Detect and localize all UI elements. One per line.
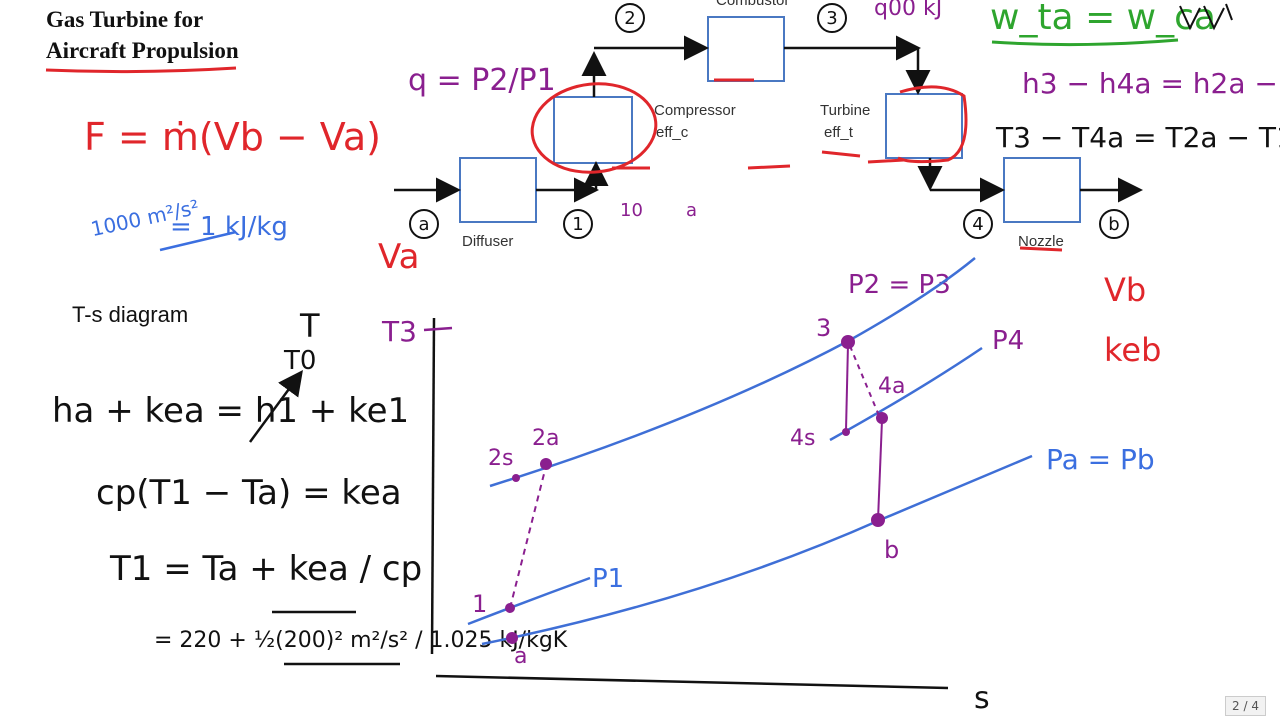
station-2: 2: [624, 8, 635, 29]
state-a-label: a: [514, 644, 528, 669]
red-dashes: [612, 78, 1063, 252]
cancel-strike: [248, 369, 303, 443]
t-axis-label: T: [300, 307, 320, 345]
compressor-box: [553, 96, 633, 164]
diffuser-label: Diffuser: [462, 233, 514, 250]
turbine-eff-label: eff_t: [824, 124, 853, 141]
cp-equation: cp(T1 − Ta) = kea: [96, 473, 402, 513]
station-1: 1: [572, 214, 583, 235]
isobar-p2-p3-label: P2 = P3: [848, 270, 951, 300]
station-a: a: [418, 214, 429, 235]
state-4s-label: 4s: [790, 426, 816, 451]
t3-tick: [423, 326, 453, 332]
a-small-label: a: [686, 200, 698, 221]
inlet-velocity: Va: [378, 237, 420, 277]
turbine-label: Turbine: [820, 102, 871, 119]
temperature-balance: T3 − T4a = T2a − T1: [996, 121, 1280, 154]
station-4: 4: [972, 214, 983, 235]
compressor-eff-label: eff_c: [656, 124, 689, 141]
isobar-pa-pb-label: Pa = Pb: [1046, 443, 1155, 476]
ts-diagram: [423, 257, 1033, 690]
station-3: 3: [826, 8, 837, 29]
title-line-2: Aircraft Propulsion: [46, 38, 239, 63]
station-markers: [409, 3, 1129, 239]
conversion-equals: = 1 kJ/kg: [170, 212, 288, 242]
nozzle-expansion-path: [877, 419, 883, 521]
isobar-p4-label: P4: [992, 326, 1025, 356]
flow-arrows: [394, 35, 1143, 203]
isobar-p1: [467, 576, 591, 626]
work-balance: w_ta = w_ca: [990, 0, 1216, 38]
check-marks: [1179, 3, 1233, 31]
title-underline: [45, 66, 237, 74]
pressure-ratio: q = P2/P1: [408, 63, 556, 98]
heat-input-label: q00 kJ: [874, 0, 943, 21]
stagnation-temp-label: T0: [284, 346, 317, 376]
turbine-box: [885, 93, 963, 159]
compression-path: [509, 465, 547, 609]
nozzle-box: [1003, 157, 1081, 223]
s-axis-label: s: [974, 681, 990, 716]
numeric-equation: = 220 + ½(200)² m²/s² / 1.025 kJ/kgK: [154, 628, 568, 653]
t3-axis-label: T3: [382, 315, 417, 348]
isentropic-expansion-path: [845, 343, 849, 431]
combustor-label: Combustor: [716, 0, 790, 9]
enthalpy-balance: h3 − h4a = h2a − h1: [1022, 67, 1280, 100]
t-axis: [430, 317, 436, 655]
work-underline: [991, 38, 1179, 47]
conversion-fraction-bar: [159, 230, 237, 252]
state-1-label: 1: [472, 590, 488, 618]
diffuser-box: [459, 157, 537, 223]
thrust-equation: F = ṁ(Vb − Va): [84, 115, 381, 159]
state-2s-label: 2s: [488, 446, 514, 471]
title-line-1: Gas Turbine for: [46, 7, 204, 32]
compressor-label: Compressor: [654, 102, 736, 119]
actual-expansion-path: [849, 345, 881, 419]
page-title: Gas Turbine for Aircraft Propulsion: [46, 4, 239, 66]
state-2a-label: 2a: [532, 426, 560, 451]
page-indicator[interactable]: 2 / 4: [1225, 696, 1266, 716]
station-labels: a 1 2 3 4 b: [418, 8, 1119, 235]
station-b: b: [1108, 214, 1119, 235]
isobar-pa-pb: [481, 454, 1033, 646]
combustor-box: [707, 16, 785, 82]
state-point-dots: [505, 335, 888, 644]
ts-diagram-heading: T-s diagram: [72, 302, 189, 327]
ten-label: 10: [620, 200, 643, 221]
exit-kinetic-energy: keb: [1104, 331, 1162, 369]
compressor-highlight: [530, 82, 658, 174]
nozzle-label: Nozzle: [1018, 233, 1064, 250]
turbine-highlight: [897, 85, 968, 164]
exit-velocity: Vb: [1104, 271, 1147, 309]
state-4a-label: 4a: [878, 374, 906, 399]
energy-equation: ha + kea = h1 + ke1: [52, 391, 410, 431]
state-b-label: b: [884, 536, 900, 564]
t1-equation: T1 = Ta + kea / cp: [110, 549, 423, 589]
isobar-p4: [829, 346, 983, 442]
isobar-p1-label: P1: [592, 564, 625, 594]
s-axis: [435, 674, 949, 690]
state-3-label: 3: [816, 314, 832, 342]
isobar-p2-p3: [489, 257, 976, 488]
